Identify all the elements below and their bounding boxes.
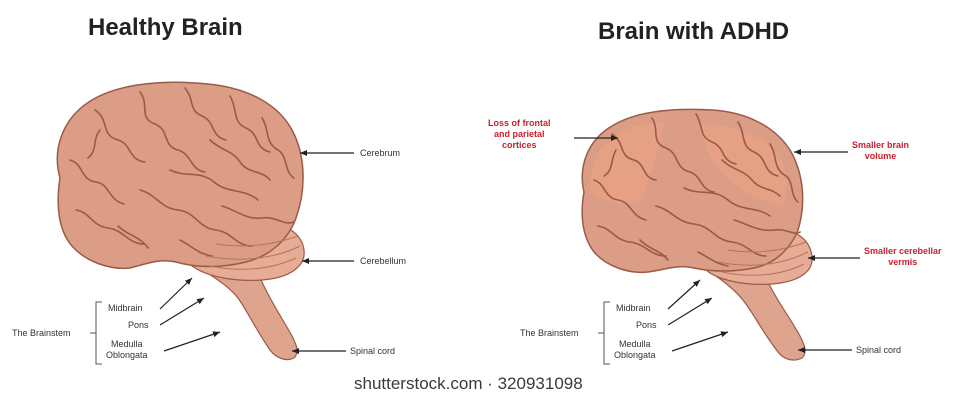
- adhd-medulla-label: Medulla Oblongata: [614, 339, 656, 361]
- adhd-brain-title: Brain with ADHD: [598, 18, 789, 46]
- healthy-brain-title: Healthy Brain: [88, 14, 243, 42]
- brainstem-label: The Brainstem: [12, 328, 71, 339]
- adhd-brainstem-bracket: [598, 302, 610, 364]
- midbrain-pointer: [160, 278, 192, 309]
- adhd-midbrain-pointer: [668, 280, 700, 309]
- adhd-brainstem-label: The Brainstem: [520, 328, 579, 339]
- cerebellar-vermis-annotation: Smaller cerebellar vermis: [864, 246, 942, 268]
- cerebrum-label: Cerebrum: [360, 148, 400, 159]
- healthy-brain-illustration: [57, 82, 304, 359]
- adhd-spinal-cord-label: Spinal cord: [856, 345, 901, 356]
- adhd-midbrain-label: Midbrain: [616, 303, 651, 314]
- brain-volume-annotation: Smaller brain volume: [852, 140, 909, 162]
- healthy-brainstem-bracket: [90, 302, 102, 364]
- spinal-cord-label: Spinal cord: [350, 346, 395, 357]
- adhd-medulla-pointer: [672, 332, 728, 351]
- adhd-pons-label: Pons: [636, 320, 657, 331]
- adhd-pons-pointer: [668, 298, 712, 325]
- watermark: shutterstock.com · 320931098: [354, 374, 583, 394]
- medulla-pointer: [164, 332, 220, 351]
- cerebellum-label: Cerebellum: [360, 256, 406, 267]
- medulla-label: Medulla Oblongata: [106, 339, 148, 361]
- frontal-parietal-annotation: Loss of frontal and parietal cortices: [488, 118, 551, 151]
- adhd-brain-illustration: [582, 109, 812, 360]
- pons-label: Pons: [128, 320, 149, 331]
- midbrain-label: Midbrain: [108, 303, 143, 314]
